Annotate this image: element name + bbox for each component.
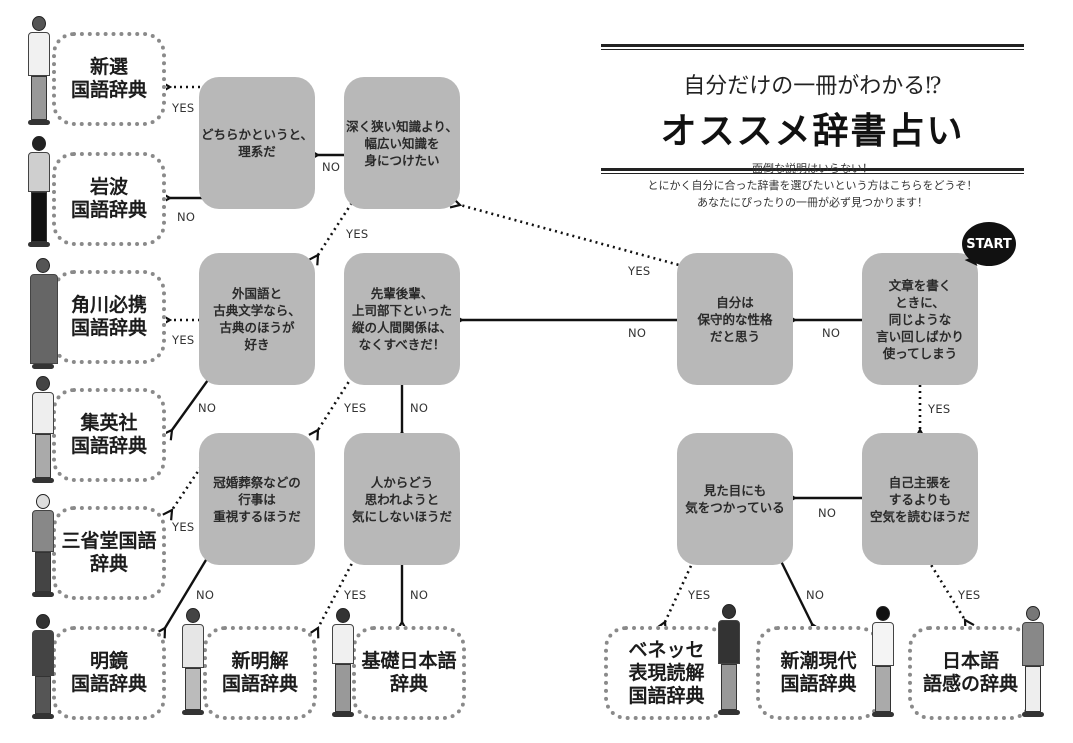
label-no: NO (322, 160, 341, 174)
label-no: NO (410, 588, 429, 602)
character-illustration (180, 608, 206, 715)
label-no: NO (628, 326, 647, 340)
label-no: NO (818, 506, 837, 520)
question-q9: 冠婚葬祭などの 行事は 重視するほうだ (199, 433, 315, 565)
label-no: NO (410, 401, 429, 415)
character-illustration (716, 604, 742, 715)
label-no: NO (806, 588, 825, 602)
result-meikyo: 明鏡 国語辞典 (52, 626, 166, 720)
character-illustration (26, 136, 52, 247)
label-yes: YES (628, 264, 651, 278)
question-q8: 外国語と 古典文学なら、 古典のほうが 好き (199, 253, 315, 385)
intro-text: 面倒な説明はいらない！ とにかく自分に合った辞書を選びたいという方はこちらをどう… (601, 160, 1024, 211)
label-yes: YES (688, 588, 711, 602)
label-yes: YES (172, 520, 195, 534)
subtitle: 自分だけの一冊がわかる⁉ (683, 74, 942, 99)
label-yes: YES (172, 101, 195, 115)
label-yes: YES (958, 588, 981, 602)
start-badge: START (962, 222, 1016, 266)
question-q7: 先輩後輩、 上司部下といった 縦の人間関係は、 なくすべきだ！ (344, 253, 460, 385)
question-q1: 文章を書く ときに、 同じような 言い回しばかり 使ってしまう (862, 253, 978, 385)
question-q3: 自己主張を するよりも 空気を読むほうだ (862, 433, 978, 565)
character-illustration (30, 258, 58, 369)
label-no: NO (196, 588, 215, 602)
intro-line: あなたにぴったりの一冊が必ず見つかります！ (697, 196, 928, 209)
result-benesse: ベネッセ 表現読解 国語辞典 (604, 626, 729, 720)
label-no: NO (822, 326, 841, 340)
label-yes: YES (344, 588, 367, 602)
character-illustration (30, 614, 56, 719)
title-rule-top (601, 44, 1024, 50)
question-q5: 深く狭い知識より、 幅広い知識を 身につけたい (344, 77, 460, 209)
character-illustration (30, 376, 56, 483)
arrow-q2-to-q5 (460, 205, 691, 270)
intro-line: とにかく自分に合った辞書を選びたいという方はこちらをどうぞ！ (647, 179, 978, 192)
result-shinmeikai: 新明解 国語辞典 (203, 626, 317, 720)
result-shinsen: 新選 国語辞典 (52, 32, 166, 126)
character-illustration (26, 16, 52, 125)
label-yes: YES (344, 401, 367, 415)
result-gokan: 日本語 語感の辞典 (908, 626, 1033, 720)
label-yes: YES (928, 402, 951, 416)
character-illustration (330, 608, 356, 717)
label-no: NO (198, 401, 217, 415)
result-kadokawa: 角川必携 国語辞典 (52, 270, 166, 364)
label-yes: YES (172, 333, 195, 347)
character-illustration (1020, 606, 1046, 717)
intro-line: 面倒な説明はいらない！ (752, 162, 873, 175)
title-rule-bottom (601, 168, 1024, 174)
label-yes: YES (346, 227, 369, 241)
character-illustration (870, 606, 896, 717)
result-kiso: 基礎日本語 辞典 (352, 626, 466, 720)
page-title: オススメ辞書占い (660, 110, 965, 152)
result-shueisha: 集英社 国語辞典 (52, 388, 166, 482)
label-no: NO (177, 210, 196, 224)
result-iwanami: 岩波 国語辞典 (52, 152, 166, 246)
question-q6: どちらかというと、 理系だ (199, 77, 315, 209)
title-block: 自分だけの一冊がわかる⁉ オススメ辞書占い (601, 44, 1024, 174)
question-q4: 見た目にも 気をつかっている (677, 433, 793, 565)
result-shincho: 新潮現代 国語辞典 (756, 626, 881, 720)
character-illustration (30, 494, 56, 597)
question-q10: 人からどう 思われようと 気にしないほうだ (344, 433, 460, 565)
question-q2: 自分は 保守的な性格 だと思う (677, 253, 793, 385)
result-sanseido: 三省堂国語 辞典 (52, 506, 166, 600)
